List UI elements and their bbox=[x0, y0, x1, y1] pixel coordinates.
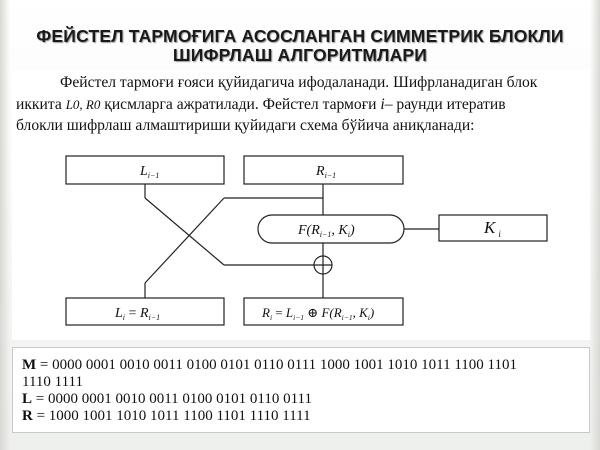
slide-title: ФЕЙСТЕЛ ТАРМОҒИГА АСОСЛАНГАН СИММЕТРИК Б… bbox=[36, 26, 564, 65]
para-line-2-a: иккита bbox=[16, 95, 62, 113]
l-label: L bbox=[22, 391, 33, 407]
label-r-prev: Ri−1 bbox=[315, 164, 336, 180]
label-function: F(Ri−1, Ki) bbox=[297, 223, 355, 239]
label-r-new: Ri = Li−1 ⊕ F(Ri−1, Ki) bbox=[261, 305, 374, 322]
content-panel bbox=[12, 70, 590, 340]
para-line-2-c: – раунди итератив bbox=[384, 95, 506, 113]
left-shadow bbox=[0, 0, 10, 450]
m-value-2: 1110 1111 bbox=[22, 374, 83, 390]
l-value: = 0000 0001 0010 0011 0100 0101 0110 011… bbox=[32, 391, 312, 407]
line-l-cross bbox=[144, 197, 225, 266]
para-line-1-text: Фейстел тармоғи ғояси қуйидагича ифодала… bbox=[60, 74, 538, 91]
r-value: = 1000 1001 1010 1011 1100 1101 1110 111… bbox=[32, 408, 311, 424]
line-r-cross bbox=[144, 197, 225, 284]
r-label: R bbox=[22, 408, 33, 424]
para-line-2: иккита L0, R0 қисмларга ажратилади. Фейс… bbox=[16, 94, 590, 116]
para-line-2-i: i bbox=[380, 95, 385, 113]
r-line: R = 1000 1001 1010 1011 1100 1101 1110 1… bbox=[22, 407, 590, 425]
m-value-1: = 0000 0001 0010 0011 0100 0101 0110 011… bbox=[36, 357, 517, 373]
m-line-1: M = 0000 0001 0010 0011 0100 0101 0110 0… bbox=[22, 356, 590, 374]
l-line: L = 0000 0001 0010 0011 0100 0101 0110 0… bbox=[22, 390, 590, 408]
intro-paragraph: Фейстел тармоғи ғояси қуйидагича ифодала… bbox=[16, 72, 590, 137]
para-line-3: блокли шифрлаш алмаштириши қуйидаги схем… bbox=[16, 115, 590, 137]
para-line-2-vars: L0, R0 bbox=[65, 96, 101, 112]
label-l-prev: Li−1 bbox=[139, 164, 159, 180]
m-line-2: 1110 1111 bbox=[22, 373, 590, 391]
right-shadow bbox=[590, 0, 600, 450]
box-l-new bbox=[65, 297, 225, 326]
m-label: M bbox=[22, 357, 37, 373]
para-line-3-text: блокли шифрлаш алмаштириши қуйидаги схем… bbox=[16, 117, 475, 134]
para-line-2-b: қисмларга ажратилади. Фейстел тармоғи bbox=[104, 95, 377, 113]
key-box bbox=[438, 214, 548, 242]
binary-example-panel bbox=[12, 347, 590, 433]
label-l-new: Li = Ri−1 bbox=[114, 306, 160, 322]
para-line-1: Фейстел тармоғи ғояси қуйидагича ифодала… bbox=[16, 72, 590, 94]
